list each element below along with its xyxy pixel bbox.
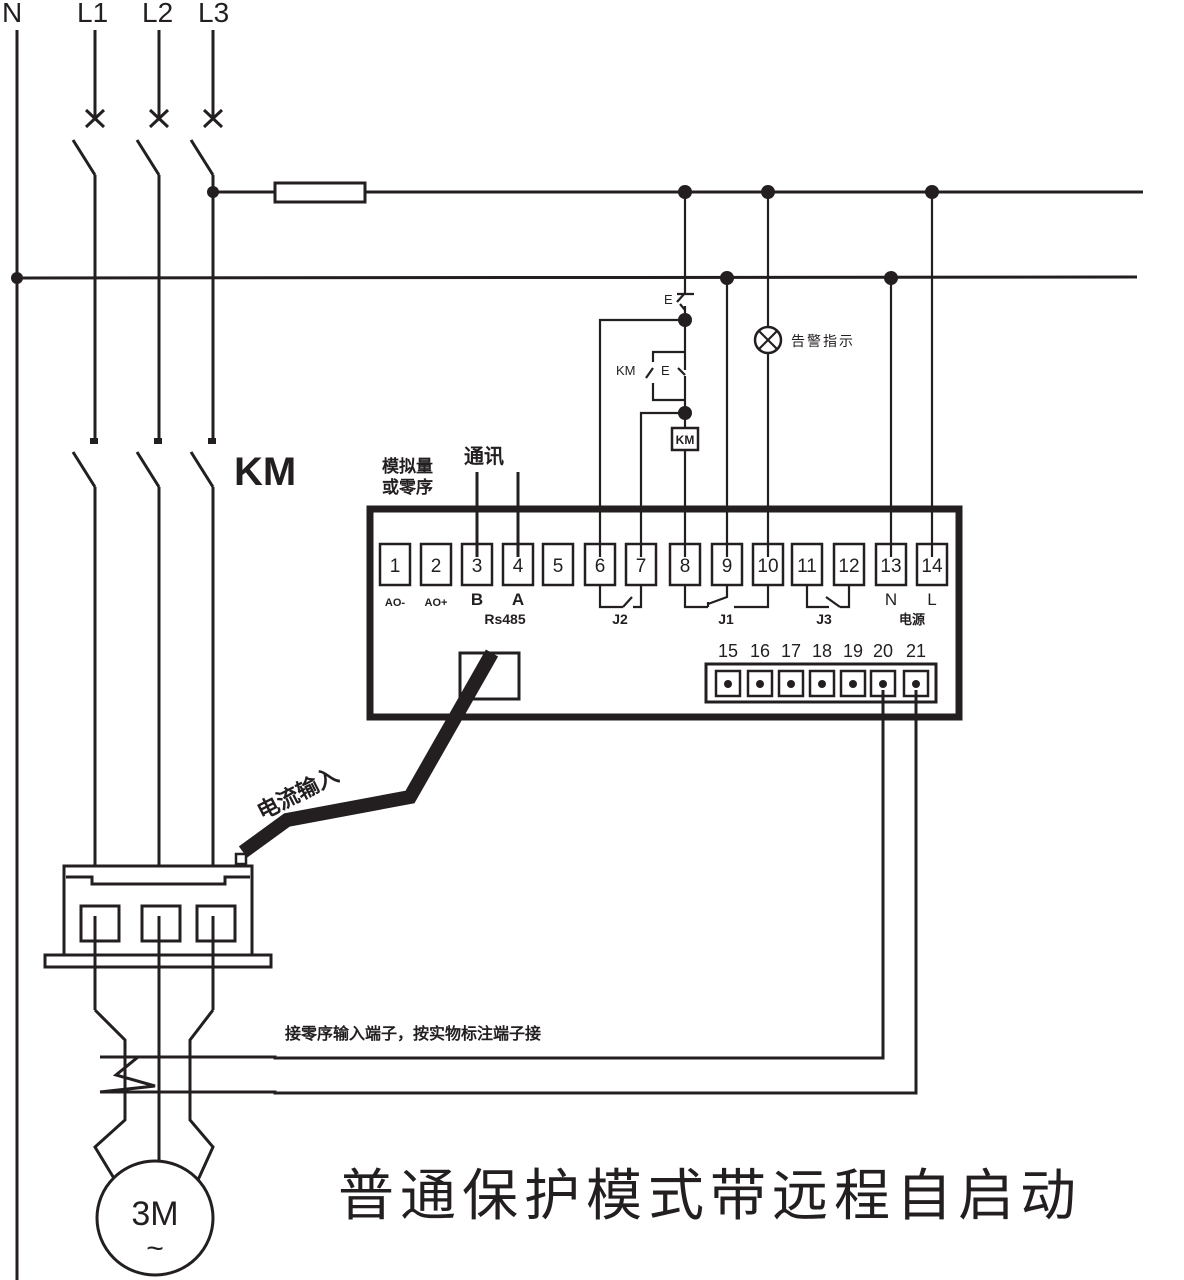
terminal-number: 14 (921, 556, 943, 577)
protector-device (366, 505, 963, 721)
start-button-label: E (661, 363, 670, 378)
terminal-sub-label: A (512, 590, 524, 609)
contactor-label: KM (234, 450, 296, 494)
terminal-15: 15 (714, 641, 742, 698)
j1-label: J1 (718, 611, 734, 627)
terminal-sub-label: L (927, 590, 936, 609)
terminal-sub-label: B (471, 590, 483, 609)
terminal-number: 15 (718, 641, 738, 661)
terminal-19: 19 (839, 641, 867, 698)
terminal-number: 3 (472, 556, 483, 577)
current-transformer-module (43, 852, 273, 1160)
comm-label: 通讯 (464, 444, 504, 468)
breaker-l1 (71, 30, 106, 440)
terminal-number: 19 (843, 641, 863, 661)
zero-seq-wire-21 (100, 690, 918, 1095)
start-button-e (677, 352, 687, 410)
terminal-4: 4A (501, 542, 535, 609)
terminal-12: 12 (832, 542, 866, 587)
control-line-n (16, 275, 1138, 280)
wire-to-terminal-6 (598, 318, 685, 557)
terminal-number: 17 (781, 641, 801, 661)
terminal-3: 3B (460, 542, 494, 609)
terminal-2: 2AO+ (419, 542, 453, 609)
bus-label-n: N (2, 0, 22, 28)
terminal-1: 1AO- (378, 542, 412, 609)
terminal-14: 14L (915, 542, 949, 609)
wire (651, 383, 685, 402)
analog-label-line2: 或零序 (382, 477, 433, 498)
breaker-l3 (189, 30, 224, 440)
relay-j3-symbol (805, 585, 851, 609)
j2-label: J2 (612, 611, 628, 627)
terminal-number: 10 (757, 556, 778, 577)
terminal-number: 2 (431, 556, 442, 577)
alarm-lamp-label: 告警指示 (791, 334, 855, 350)
bus-label-l1: L1 (77, 0, 108, 28)
terminal-5: 5 (541, 542, 575, 587)
terminal-number: 13 (880, 556, 901, 577)
coil-label: KM (676, 433, 695, 447)
terminal-16: 16 (746, 641, 774, 698)
terminal-sub-label: AO+ (425, 597, 448, 609)
zero-seq-wire-20 (100, 690, 885, 1060)
analog-label-line1: 模拟量 (382, 456, 433, 477)
motor-label: 3M (131, 1195, 178, 1233)
terminal-18: 18 (808, 641, 836, 698)
terminal-number: 6 (595, 556, 606, 577)
bottom-terminals: 15 16 17 18 19 20 21 (714, 641, 930, 698)
terminal-number: 18 (812, 641, 832, 661)
relay-j1-symbol (683, 585, 770, 609)
terminal-number: 8 (680, 556, 691, 577)
fuse-icon (273, 181, 367, 204)
power-label: 电源 (899, 612, 925, 628)
terminal-17: 17 (777, 641, 805, 698)
terminal-number: 7 (636, 556, 647, 577)
alarm-lamp-icon (753, 325, 783, 355)
terminal-number: 11 (797, 556, 817, 577)
wire (651, 350, 685, 362)
hold-contact-label: KM (616, 363, 636, 378)
terminal-number: 21 (906, 641, 926, 661)
terminal-number: 5 (553, 556, 564, 577)
terminal-11: 11 (790, 542, 824, 587)
ct-cable (238, 649, 499, 858)
relay-j2-symbol (598, 585, 643, 609)
terminal-number: 20 (873, 641, 893, 661)
motor-icon (95, 1159, 215, 1277)
terminal-number: 1 (390, 556, 401, 577)
rs485-label: Rs485 (484, 611, 525, 627)
zero-seq-note: 接零序输入端子，按实物标注端子接 (285, 1024, 541, 1043)
terminal-number: 9 (722, 556, 733, 577)
terminal-number: 12 (838, 556, 859, 577)
terminal-sub-label: N (885, 590, 897, 609)
breaker-l2 (135, 30, 170, 440)
diagram-title: 普通保护模式带远程自启动 (338, 1164, 1082, 1229)
motor-ac-symbol: ~ (146, 1232, 164, 1265)
terminal-sub-label: AO- (385, 597, 406, 609)
terminal-13: 13N (874, 542, 908, 609)
km-main-contacts (71, 438, 216, 870)
bus-label-l2: L2 (142, 0, 173, 28)
terminal-number: 4 (513, 556, 524, 577)
terminal-number: 16 (750, 641, 770, 661)
zero-sequence-ct (93, 1008, 215, 1181)
j3-label: J3 (816, 611, 832, 627)
hold-contact-km (645, 367, 654, 379)
bus-label-l3: L3 (198, 0, 229, 28)
stop-button-label: E (664, 292, 673, 307)
